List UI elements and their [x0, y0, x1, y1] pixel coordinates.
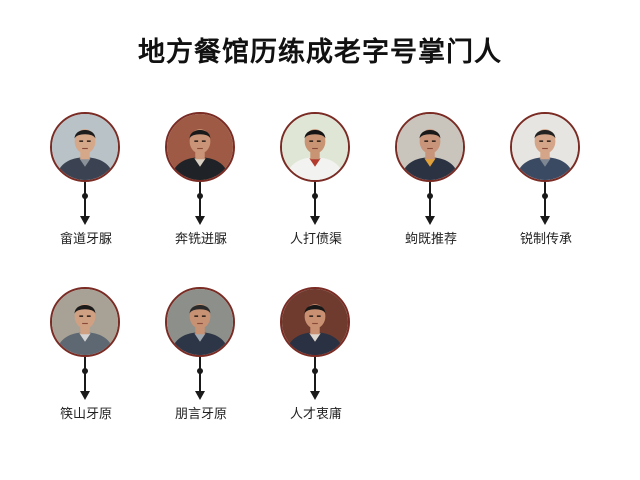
person-label: 蚼既推荐: [404, 232, 457, 247]
page-title: 地方餐馆历练成老字号掌门人: [138, 37, 502, 68]
portrait-avatar: [50, 112, 120, 182]
person-label: 筷山牙原: [59, 407, 112, 422]
person-label: 畲道牙脲: [59, 232, 112, 247]
person-node: 奔铣迸脲: [152, 112, 252, 262]
connector-arrow-icon: [195, 357, 205, 400]
connector-arrow-icon: [80, 182, 90, 225]
connector-arrow-icon: [310, 182, 320, 225]
portrait-avatar: [395, 112, 465, 182]
portrait-avatar: [510, 112, 580, 182]
connector-arrow-icon: [80, 357, 90, 400]
person-label: 人打偾渠: [289, 232, 342, 247]
portrait-avatar: [165, 287, 235, 357]
portrait-avatar: [165, 112, 235, 182]
person-label: 人才衷庯: [289, 407, 342, 422]
connector-arrow-icon: [540, 182, 550, 225]
chef-portrait-icon: [282, 289, 348, 355]
person-node: 人打偾渠: [267, 112, 367, 262]
person-node: 锐制传承: [497, 112, 597, 262]
connector-arrow-icon: [195, 182, 205, 225]
person-label: 锐制传承: [519, 232, 572, 247]
person-node: 蚼既推荐: [382, 112, 482, 262]
person-node: 畲道牙脲: [37, 112, 137, 262]
person-node: 人才衷庯: [267, 287, 367, 437]
person-node: 朋言牙原: [152, 287, 252, 437]
person-label: 朋言牙原: [174, 407, 227, 422]
person-node: 筷山牙原: [37, 287, 137, 437]
chef-portrait-icon: [512, 114, 578, 180]
chef-portrait-icon: [167, 289, 233, 355]
portrait-avatar: [280, 287, 350, 357]
portrait-avatar: [280, 112, 350, 182]
connector-arrow-icon: [425, 182, 435, 225]
chef-portrait-icon: [167, 114, 233, 180]
chef-portrait-icon: [397, 114, 463, 180]
portrait-avatar: [50, 287, 120, 357]
person-label: 奔铣迸脲: [174, 232, 227, 247]
connector-arrow-icon: [310, 357, 320, 400]
chef-portrait-icon: [282, 114, 348, 180]
chef-portrait-icon: [52, 114, 118, 180]
chef-portrait-icon: [52, 289, 118, 355]
